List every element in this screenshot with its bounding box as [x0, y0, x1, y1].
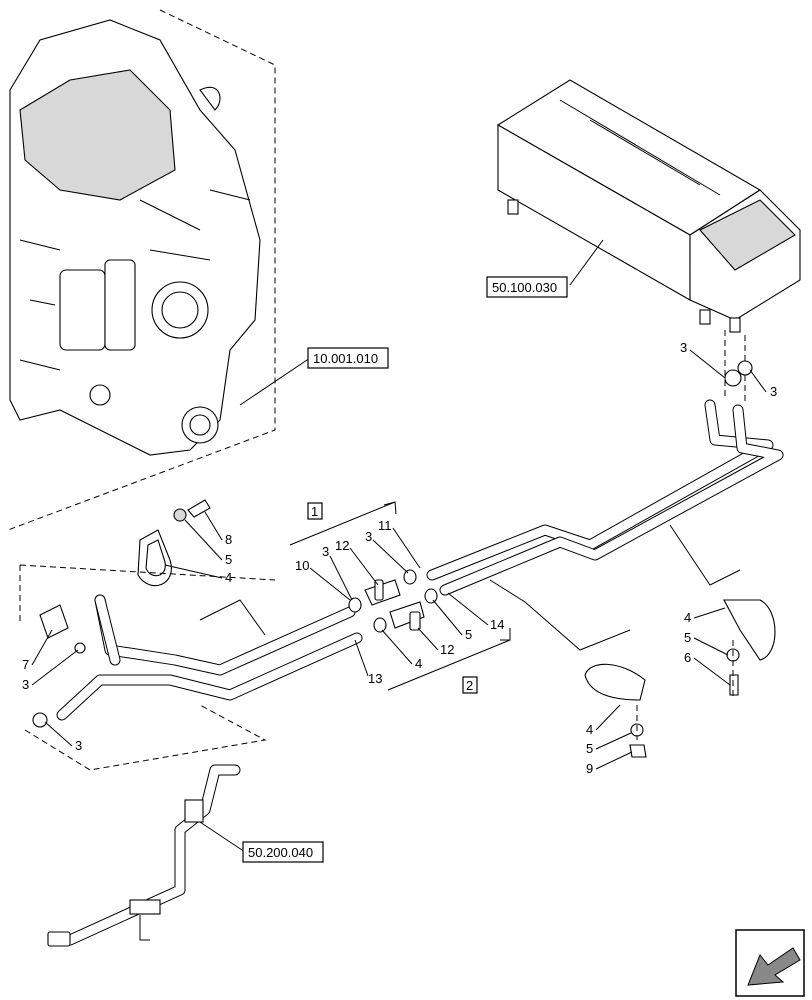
callout-10: 10 — [295, 558, 309, 573]
callout-3-top-right: 3 — [770, 384, 777, 399]
callout-14: 14 — [490, 617, 504, 632]
next-page-arrow-icon[interactable] — [735, 929, 805, 997]
callout-13: 13 — [368, 671, 382, 686]
ref-box-engine[interactable] — [307, 347, 389, 369]
callout-5-lower: 5 — [586, 741, 593, 756]
group-box-1 — [307, 502, 323, 520]
heater-hoses — [56, 399, 784, 721]
ref-box-pipe-assembly[interactable] — [242, 841, 324, 863]
callout-9: 9 — [586, 761, 593, 776]
engine-illustration — [7, 9, 276, 531]
callout-3-top-left: 3 — [680, 340, 687, 355]
callout-11: 11 — [378, 518, 392, 533]
callout-3-mid-a: 3 — [322, 544, 329, 559]
group-label-1: 1 — [311, 504, 318, 519]
callout-4-left: 4 — [225, 570, 232, 585]
ref-box-heater-unit[interactable] — [486, 276, 568, 298]
group-box-2 — [462, 676, 478, 694]
group-label-2: 2 — [466, 678, 473, 693]
callout-5-left: 5 — [225, 552, 232, 567]
brackets — [137, 499, 776, 758]
callout-4-mid: 4 — [415, 656, 422, 671]
callout-8: 8 — [225, 532, 232, 547]
callout-6: 6 — [684, 650, 691, 665]
callout-3-left-a: 3 — [22, 677, 29, 692]
callout-12-bottom: 12 — [440, 642, 454, 657]
callout-12-top: 12 — [335, 538, 349, 553]
callout-4-right: 4 — [684, 610, 691, 625]
callout-3-left-b: 3 — [75, 738, 82, 753]
callout-7: 7 — [22, 657, 29, 672]
ref-label-pipe-assembly[interactable]: 50.200.040 — [248, 845, 313, 860]
callout-3-mid-b: 3 — [365, 529, 372, 544]
callout-5-right: 5 — [684, 630, 691, 645]
ref-label-engine[interactable]: 10.001.010 — [313, 351, 378, 366]
callout-4-lower: 4 — [586, 722, 593, 737]
pipe-assembly-illustration — [19, 564, 276, 947]
callouts: 3 3 8 5 4 10 3 12 3 11 7 3 3 13 4 12 5 1… — [22, 340, 777, 776]
heater-unit-illustration — [496, 79, 801, 333]
callout-5-mid: 5 — [465, 627, 472, 642]
ref-label-heater-unit[interactable]: 50.100.030 — [492, 280, 557, 295]
clamps-and-fittings — [32, 360, 753, 728]
